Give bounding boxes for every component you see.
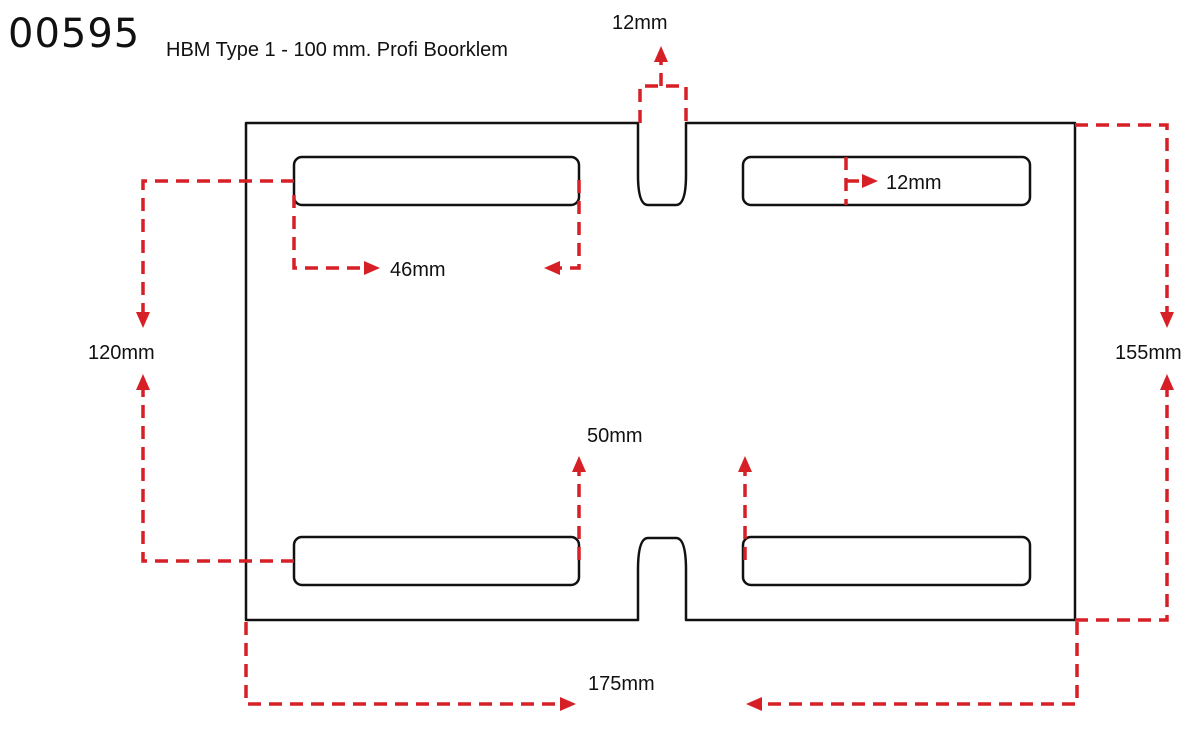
dim-line-plate-height-bottom	[1075, 390, 1169, 622]
dim-line-slot-length-right	[560, 180, 581, 270]
arrow-slot-length-left	[544, 261, 560, 275]
arrow-notch-up	[654, 46, 668, 62]
plate-outline	[244, 121, 1077, 622]
label-slot-height: 12mm	[886, 172, 942, 194]
slot-bottom-left	[292, 535, 581, 587]
label-slot-gap: 50mm	[587, 425, 643, 447]
arrow-plate-width-right	[560, 697, 576, 711]
label-plate-width: 175mm	[588, 673, 655, 695]
arrow-plate-height-down	[1160, 312, 1174, 328]
label-plate-height: 155mm	[1115, 342, 1182, 364]
arrow-slot-length-right	[364, 261, 380, 275]
dim-line-notch-width	[638, 84, 688, 123]
arrow-slot-gap-left	[572, 456, 586, 472]
arrow-plate-height-up	[1160, 374, 1174, 390]
label-notch-width: 12mm	[612, 12, 668, 34]
product-code: 00595	[8, 11, 141, 57]
arrow-slot-spacing-down	[136, 312, 150, 328]
slot-bottom-right	[741, 535, 1032, 587]
dim-line-plate-width-right	[762, 622, 1079, 706]
arrow-slot-gap-right	[738, 456, 752, 472]
label-slot-spacing: 120mm	[88, 342, 155, 364]
dim-line-slot-length-left	[292, 195, 364, 270]
arrow-plate-width-left	[746, 697, 762, 711]
slot-top-right	[741, 155, 1032, 207]
arrow-slot-spacing-up	[136, 374, 150, 390]
arrow-slot-height	[862, 174, 878, 188]
dim-line-plate-width-left	[244, 622, 560, 706]
dim-line-plate-height-top	[1075, 123, 1169, 312]
label-slot-length: 46mm	[390, 259, 446, 281]
dim-line-slot-spacing-bottom	[141, 390, 294, 563]
slot-top-left	[292, 155, 581, 207]
dim-line-slot-spacing-top	[141, 179, 294, 312]
product-title: HBM Type 1 - 100 mm. Profi Boorklem	[166, 39, 508, 61]
